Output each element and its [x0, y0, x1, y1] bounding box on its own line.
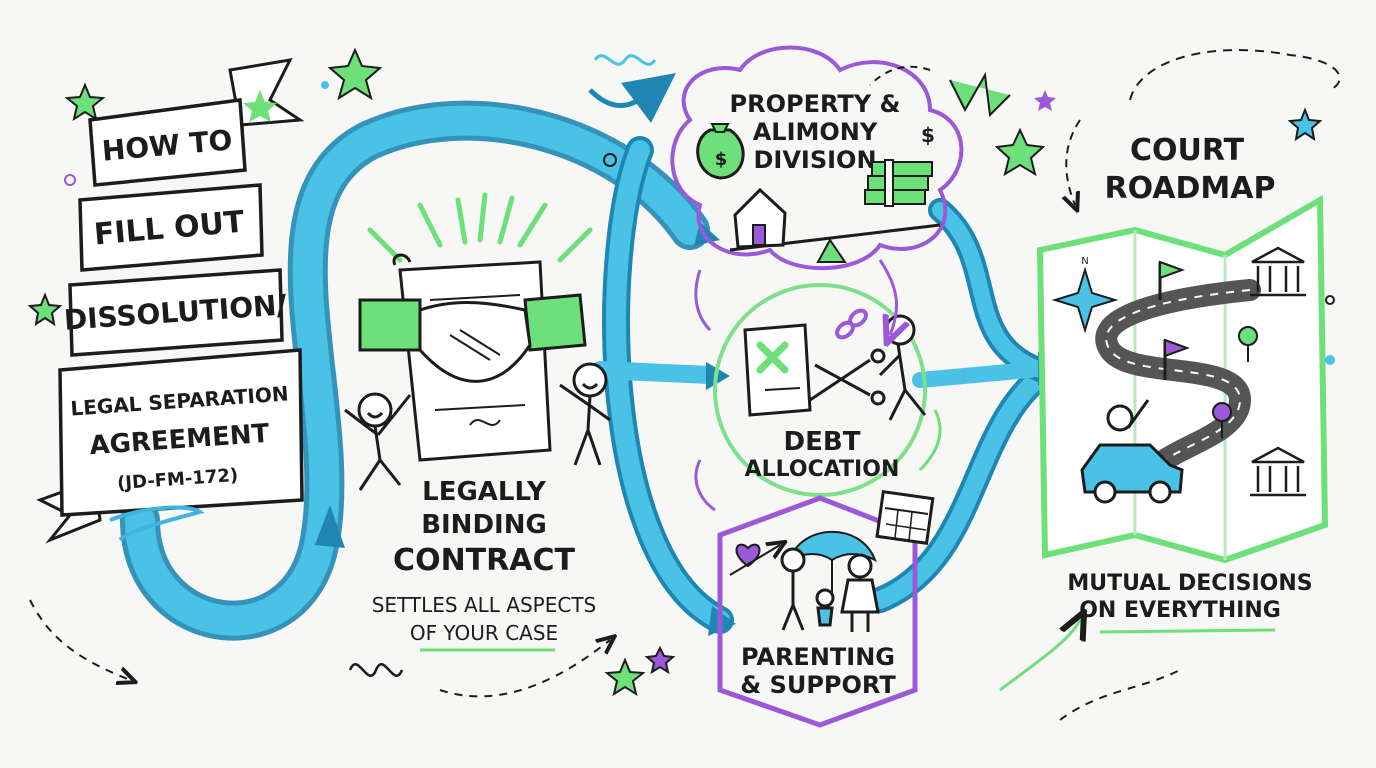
debt-line-2: ALLOCATION — [745, 457, 900, 482]
title-banner: HOW TO FILL OUT DISSOLUTION/ LEGAL SEPAR… — [36, 58, 305, 544]
happy-person-left — [344, 392, 412, 491]
parenting-step: PARENTING & SUPPORT — [717, 490, 935, 728]
person-cutting — [878, 314, 927, 421]
handshake-icon — [358, 293, 587, 383]
roadmap-caption-1: MUTUAL DECISIONS — [1067, 571, 1312, 596]
property-line-3: DIVISION — [753, 146, 876, 174]
family-figures — [780, 547, 880, 632]
checkpoint-pin-icon — [1238, 326, 1258, 362]
roadmap-caption-2: ON EVERYTHING — [1079, 598, 1281, 623]
courthouse-icon — [1250, 446, 1306, 497]
dollar-money-bag-icon: $ — [696, 123, 745, 180]
star-icon — [1034, 90, 1056, 111]
property-line-2: ALIMONY — [753, 118, 878, 146]
property-line-1: PROPERTY & — [730, 90, 901, 118]
star-icon — [644, 645, 676, 675]
roadmap-heading-1: COURT — [1130, 133, 1245, 168]
happy-person-right — [559, 362, 611, 466]
debt-step: DEBT ALLOCATION — [713, 283, 927, 497]
cash-stack-icon — [864, 159, 933, 207]
star-icon — [994, 127, 1046, 177]
svg-text:$: $ — [715, 149, 728, 170]
compass-rose-icon: N — [1051, 256, 1119, 334]
sunburst — [367, 192, 593, 263]
dollar-sign-icon: $ — [921, 123, 935, 147]
star-icon — [27, 292, 63, 327]
chain-link-icon — [835, 308, 868, 340]
contract-heading-3: CONTRACT — [393, 543, 575, 578]
star-icon — [604, 657, 646, 697]
house-icon — [733, 187, 787, 249]
parenting-line-2: & SUPPORT — [740, 671, 896, 699]
heart-arrow-icon — [729, 545, 780, 576]
contract-caption-2: OF YOUR CASE — [410, 621, 558, 645]
contract-heading-2: BINDING — [421, 510, 547, 540]
star-icon — [327, 47, 383, 101]
roadmap-heading-2: ROADMAP — [1105, 171, 1276, 206]
calendar-icon — [875, 490, 935, 545]
contract-heading-1: LEGALLY — [422, 477, 547, 507]
star-icon — [64, 82, 106, 122]
parenting-line-1: PARENTING — [741, 643, 895, 671]
document-x-icon — [743, 323, 812, 417]
star-icon — [1287, 107, 1323, 142]
debt-line-1: DEBT — [784, 427, 861, 457]
property-step: PROPERTY & ALIMONY DIVISION $ $ — [670, 45, 964, 271]
contract-caption-1: SETTLES ALL ASPECTS — [372, 593, 597, 617]
flag-icon — [1163, 338, 1190, 380]
scissors-icon — [809, 348, 886, 406]
checkpoint-pin-icon — [1212, 402, 1232, 438]
flag-icon — [1158, 260, 1185, 300]
contract-panel: LEGALLY BINDING CONTRACT SETTLES ALL ASP… — [344, 192, 611, 652]
decorations — [27, 47, 1341, 721]
svg-text:N: N — [1081, 256, 1088, 267]
car-icon — [1080, 399, 1184, 504]
roadmap-panel: COURT ROADMAP N — [1036, 133, 1329, 634]
courthouse-icon — [1250, 246, 1306, 297]
